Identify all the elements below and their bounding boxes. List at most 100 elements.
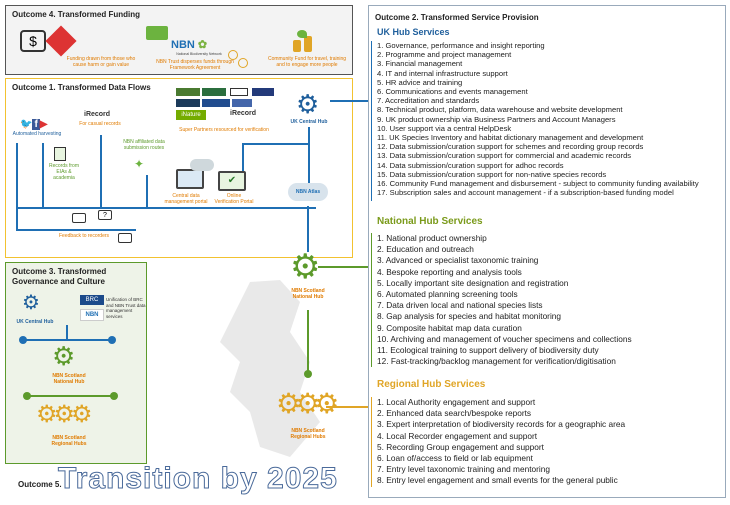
uk-central-hub-gear-icon: ⚙ — [296, 89, 320, 119]
outcome2-panel: Outcome 2. Transformed Service Provision… — [368, 5, 726, 498]
national-bracket — [371, 233, 374, 367]
list-item: 12. Fast-tracking/backlog management for… — [377, 356, 616, 367]
list-item: 7. Accreditation and standards — [377, 96, 480, 106]
checklist-icon: ✔ — [218, 171, 246, 191]
coin-icon — [228, 50, 238, 60]
list-item: 2. Enhanced data search/bespoke reports — [377, 408, 532, 419]
national-hub-label: NBN Scotland National Hub — [291, 288, 325, 300]
list-item: 9. UK product ownership via Business Par… — [377, 114, 616, 124]
list-item: 12. Data submission/curation support for… — [377, 142, 644, 152]
central-portal-label: Central data management portal — [164, 193, 208, 205]
center-blue-line — [307, 206, 309, 252]
eia-records-label: Records from EIAs & academia — [48, 163, 79, 181]
gov-national-hub-label: NBN Scotland National Hub — [52, 373, 86, 385]
nbn-trust-label: NBN Trust disperses funds through Framew… — [156, 59, 234, 71]
flow-line-drop-2 — [100, 135, 102, 207]
list-item: 17. Subscription sales and account manag… — [377, 188, 674, 198]
transition-banner: Transition by 2025 — [58, 462, 338, 496]
flow-line-super — [242, 143, 308, 145]
regional-bracket — [371, 397, 374, 487]
uk-hub-title: UK Hub Services — [377, 27, 450, 37]
list-item: 1. National product ownership — [377, 233, 487, 243]
list-item: 8. Entry level engagement and small even… — [377, 475, 618, 486]
gov-regional-hubs-label: NBN Scotland Regional Hubs — [51, 435, 87, 447]
flow-line-drop-3 — [146, 175, 148, 207]
plant-coins-icon — [291, 30, 317, 52]
list-item: 2. Education and outreach — [377, 244, 474, 255]
list-item: 3. Expert interpretation of biodiversity… — [377, 419, 626, 430]
outcome3-panel: Outcome 3. Transformed Governance and Cu… — [5, 262, 147, 464]
connector-regional — [326, 406, 368, 408]
list-item: 6. Communications and events management — [377, 87, 528, 97]
gov-regional-hubs-gear-icon: ⚙⚙⚙ — [36, 401, 93, 428]
nbn-logo-small: NBN — [80, 309, 104, 321]
flow-line-left — [16, 143, 18, 229]
nbn-atlas-cloud: NBN Atlas — [288, 183, 328, 201]
chat-icon-3 — [118, 233, 132, 243]
list-item: 16. Community Fund management and disbur… — [377, 179, 699, 189]
funding-harm-label: Funding drawn from those who cause harm … — [66, 56, 136, 68]
hazard-icon — [45, 25, 77, 57]
list-item: 1. Governance, performance and insight r… — [377, 41, 545, 50]
gov-national-hub-gear-icon: ⚙ — [52, 341, 76, 371]
list-item: 1. Local Authority engagement and suppor… — [377, 397, 536, 407]
flow-line-hub — [308, 127, 310, 183]
list-item: 10. User support via a central HelpDesk — [377, 123, 512, 133]
outcome4-panel: Outcome 4. Transformed Funding $ Funding… — [5, 5, 353, 75]
uk-bracket — [371, 41, 374, 201]
regional-hubs-gear-icon: ⚙⚙⚙ — [276, 388, 339, 419]
super-partners-label: Super Partners resourced for verificatio… — [179, 127, 269, 133]
nbn-atlas-label: NBN Atlas — [295, 189, 321, 195]
list-item: 14. Data submission/curation support for… — [377, 160, 564, 170]
partner-logos: iNature iRecord — [176, 88, 286, 126]
gov-uk-hub-gear-icon: ⚙ — [22, 292, 40, 314]
connector-national — [318, 266, 368, 268]
scotland-map — [190, 272, 340, 462]
list-item: 11. Ecological training to support deliv… — [377, 345, 599, 356]
outcome5-label: Outcome 5. — [18, 480, 62, 489]
flow-line-main — [16, 207, 316, 209]
uk-central-hub-label: UK Central Hub — [290, 119, 328, 125]
list-item: 6. Automated planning screening tools — [377, 289, 518, 300]
gov-dot-2 — [108, 336, 116, 344]
list-item: 6. Loan of/access to field or lab equipm… — [377, 453, 533, 464]
list-item: 7. Entry level taxonomic training and me… — [377, 464, 550, 475]
brc-logo: BRC — [80, 295, 104, 305]
document-icon — [54, 147, 66, 161]
list-item: 5. Recording Group engagement and suppor… — [377, 441, 544, 452]
list-item: 7. Data driven local and national specie… — [377, 300, 543, 311]
list-item: 2. Programme and project management — [377, 50, 512, 60]
national-hub-gear-icon: ⚙ — [290, 248, 321, 286]
affiliated-routes-label: NBN affiliated data submission routes — [123, 139, 165, 151]
online-verification-label: Online Verification Portal — [214, 193, 254, 205]
social-icons: 🐦f▶ — [20, 119, 48, 130]
flow-line-drop-1 — [42, 143, 44, 207]
flow-line-verify — [242, 143, 244, 171]
list-item: 8. Technical product, platform, data war… — [377, 105, 623, 115]
flow-line-bottom — [16, 229, 136, 231]
chat-icon-2: ? — [98, 210, 112, 220]
casual-records-label: For casual records — [79, 121, 121, 127]
list-item: 3. Advanced or specialist taxonomic trai… — [377, 255, 539, 266]
list-item: 13. Data submission/curation support for… — [377, 151, 632, 161]
outcome4-title: Outcome 4. Transformed Funding — [12, 10, 141, 19]
unification-label: Unification of BRC and NBN Trust data ma… — [106, 297, 146, 319]
list-item: 4. IT and internal infrastructure suppor… — [377, 68, 508, 78]
connector-uk — [330, 100, 368, 102]
list-item: 5. Locally important site designation an… — [377, 277, 569, 288]
nbn-logo-sub: National Biodiversity Network — [176, 52, 222, 56]
uk-hub-list: 1. Governance, performance and insight r… — [377, 41, 699, 197]
outcome1-title: Outcome 1. Transformed Data Flows — [12, 83, 151, 92]
outcome2-title: Outcome 2. Transformed Service Provision — [375, 13, 539, 22]
list-item: 3. Financial management — [377, 59, 463, 69]
outcome3-title: Outcome 3. Transformed Governance and Cu… — [12, 267, 107, 286]
irecord-logo: iRecord — [84, 111, 111, 118]
gov-green-dot-1 — [23, 392, 31, 400]
list-item: 8. Gap analysis for species and habitat … — [377, 311, 562, 322]
list-item: 4. Local Recorder engagement and support — [377, 430, 538, 441]
list-item: 11. UK Species Inventory and habitat dic… — [377, 133, 644, 143]
banknote-icon — [146, 26, 168, 40]
national-hub-list: 1. National product ownership 2. Educati… — [377, 233, 632, 367]
list-item: 9. Composite habitat map data curation — [377, 322, 522, 333]
chat-icon-1 — [72, 213, 86, 223]
